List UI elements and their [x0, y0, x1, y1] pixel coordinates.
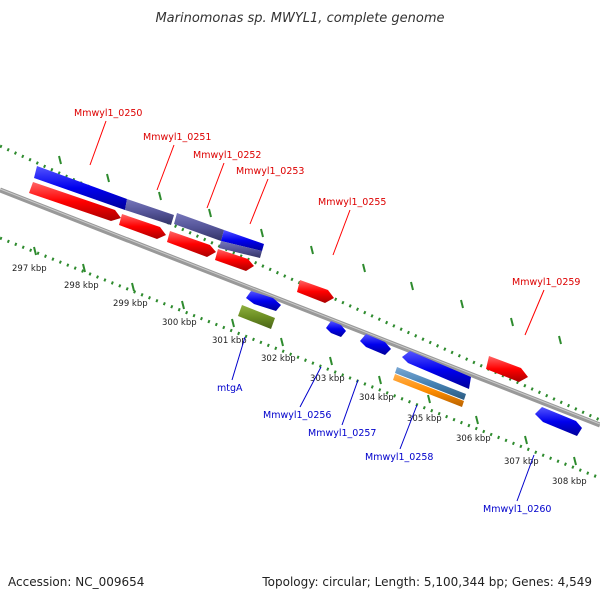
gene-mmwyl1-0253-purple[interactable]: [219, 241, 262, 258]
gene-mmwyl1-0258-steelblue[interactable]: [395, 367, 466, 400]
major-tick: [362, 263, 366, 273]
kbp-label: 297 kbp: [12, 264, 47, 274]
major-tick: [106, 173, 110, 183]
label-leader-line: [516, 454, 535, 502]
major-tick: [558, 335, 562, 345]
kbp-label: 298 kbp: [64, 281, 99, 291]
gene-label[interactable]: mtgA: [217, 383, 243, 394]
gene-mmwyl1-0258-orange[interactable]: [393, 374, 464, 407]
gene-label[interactable]: Mmwyl1_0255: [318, 197, 386, 208]
major-tick: [58, 155, 62, 165]
kbp-label: 306 kbp: [456, 434, 491, 444]
genome-backbone-highlight: [0, 188, 600, 425]
gene-label[interactable]: Mmwyl1_0258: [365, 452, 433, 463]
kbp-label: 302 kbp: [261, 354, 296, 364]
major-tick: [378, 375, 382, 385]
label-leader-line: [89, 120, 107, 166]
label-leader-line: [399, 404, 418, 450]
major-tick: [310, 245, 314, 255]
major-tick: [33, 246, 37, 256]
gene-mmwyl1-0251[interactable]: [125, 199, 174, 225]
major-tick: [573, 456, 577, 466]
genome-backbone: [0, 187, 600, 428]
kbp-label: 303 kbp: [310, 374, 345, 384]
kbp-labels: 297 kbp 298 kbp 299 kbp 300 kbp 301 kbp 302 k…: [12, 264, 587, 487]
major-tick: [475, 415, 479, 425]
gene-red-0252[interactable]: [167, 231, 216, 257]
major-tick: [427, 394, 431, 404]
gene-label[interactable]: Mmwyl1_0252: [193, 150, 261, 161]
major-tick: [208, 208, 212, 218]
kbp-label: 304 kbp: [359, 393, 394, 403]
gene-label[interactable]: Mmwyl1_0256: [263, 410, 331, 421]
major-tick: [510, 317, 514, 327]
gene-label[interactable]: Mmwyl1_0251: [143, 132, 211, 143]
gene-red-0250[interactable]: [29, 182, 121, 221]
gene-mmwyl1-0252[interactable]: [174, 213, 224, 241]
feature-lower-row: [238, 291, 582, 436]
major-tick: [82, 263, 86, 273]
top-gene-labels: Mmwyl1_0250Mmwyl1_0251Mmwyl1_0252Mmwyl1_…: [74, 108, 580, 336]
major-tick: [460, 299, 464, 309]
accession-text: Accession: NC_009654: [8, 575, 144, 589]
gene-mmwyl1-0250-blue[interactable]: [34, 166, 127, 210]
gene-label[interactable]: Mmwyl1_0250: [74, 108, 142, 119]
genome-summary-text: Topology: circular; Length: 5,100,344 bp…: [261, 575, 592, 589]
kbp-label: 307 kbp: [504, 457, 539, 467]
gene-mmwyl1-0255[interactable]: [297, 280, 334, 303]
feature-upper-row: [29, 166, 528, 382]
major-tick: [158, 191, 162, 201]
major-tick: [329, 356, 333, 366]
gene-red-0251[interactable]: [119, 214, 166, 239]
major-tick: [181, 300, 185, 310]
label-leader-line: [332, 209, 351, 256]
major-tick: [410, 281, 414, 291]
kbp-label: 305 kbp: [407, 414, 442, 424]
label-leader-line: [231, 336, 246, 381]
kbp-label: 299 kbp: [113, 299, 148, 309]
gene-mmwyl1-0256[interactable]: [326, 321, 346, 337]
gene-label[interactable]: Mmwyl1_0260: [483, 504, 551, 515]
bottom-gene-labels: mtgA Mmwyl1_0256Mmwyl1_0257Mmwyl1_0258Mmw…: [217, 336, 551, 515]
map-title: Marinomonas sp. MWYL1, complete genome: [155, 11, 444, 26]
major-tick: [260, 228, 264, 238]
label-leader-line: [156, 144, 175, 191]
gene-mtgA[interactable]: [238, 305, 275, 329]
label-leader-line: [206, 162, 225, 209]
label-leader-line: [524, 289, 545, 336]
gene-mmwyl1-0257[interactable]: [360, 334, 391, 355]
gene-mmwyl1-0253-blue[interactable]: [221, 230, 264, 251]
gene-mmwyl1-0259[interactable]: [486, 356, 528, 382]
gene-blue-301kbp[interactable]: [246, 291, 281, 311]
gene-label[interactable]: Mmwyl1_0253: [236, 166, 304, 177]
major-tick: [524, 435, 528, 445]
major-ticks: [33, 155, 577, 466]
gene-red-0253[interactable]: [215, 249, 254, 271]
kbp-label: 308 kbp: [552, 477, 587, 487]
label-leader-line: [249, 178, 269, 225]
kbp-label: 301 kbp: [212, 336, 247, 346]
label-leader-line: [341, 379, 359, 426]
inner-tick-track: [0, 236, 600, 480]
major-tick: [231, 318, 235, 328]
label-leader-line: [299, 366, 322, 408]
gene-label[interactable]: Mmwyl1_0257: [308, 428, 376, 439]
major-tick: [280, 337, 284, 347]
kbp-label: 300 kbp: [162, 318, 197, 328]
gene-label[interactable]: Mmwyl1_0259: [512, 277, 580, 288]
gene-mmwyl1-0260[interactable]: [535, 407, 582, 436]
major-tick: [131, 282, 135, 292]
gene-mmwyl1-0258-blue[interactable]: [402, 351, 471, 389]
